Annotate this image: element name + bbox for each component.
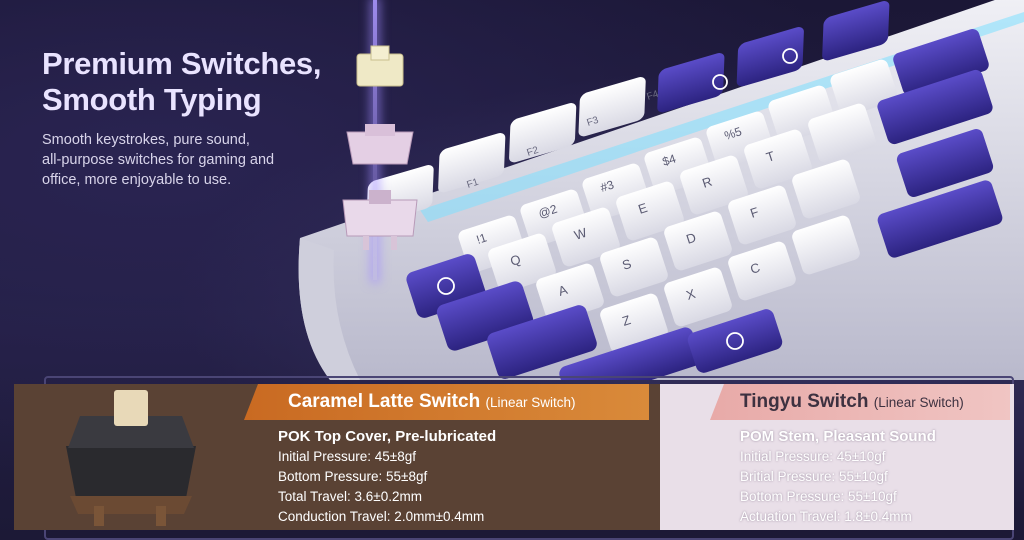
switch-stem — [356, 45, 404, 87]
keycap-accent — [822, 1, 890, 61]
keycap — [578, 77, 646, 137]
keycap — [728, 241, 796, 301]
keycap-accent — [487, 305, 597, 379]
tingyu-spec-list: POM Stem, Pleasant Sound Initial Pressur… — [740, 427, 936, 527]
keycap — [744, 129, 812, 189]
keycap-accent — [559, 327, 701, 380]
keycap-legend: %5 — [723, 124, 744, 143]
keycap — [536, 263, 604, 323]
tingyu-feature: POM Stem, Pleasant Sound — [740, 428, 936, 445]
caramel-spec-bottom: Bottom Pressure: 55±8gf — [278, 469, 428, 484]
gear-icon — [712, 74, 728, 90]
keycap — [808, 103, 876, 163]
keycap-accent — [877, 69, 993, 145]
keycap-legend: D — [684, 230, 698, 247]
keycap — [680, 155, 748, 215]
caramel-spec-total-travel: Total Travel: 3.6±0.2mm — [278, 489, 422, 504]
caramel-title-ribbon — [244, 384, 649, 420]
keycap-accent — [687, 309, 783, 373]
subtext-line-3: office, more enjoyable to use. — [42, 172, 232, 188]
keycap-accent — [893, 28, 989, 96]
keycap — [664, 267, 732, 327]
gear-icon — [437, 277, 455, 295]
keycap-legend: $4 — [661, 151, 678, 169]
subtext-line-2: all-purpose switches for gaming and — [42, 152, 275, 168]
keycap — [600, 293, 668, 353]
caramel-spec-initial: Initial Pressure: 45±8gf — [278, 449, 416, 464]
keycap-row-f — [366, 1, 890, 225]
keycap — [552, 207, 620, 267]
caramel-switch-type: (Linear Switch) — [485, 395, 576, 410]
keycap-legend: F1 — [466, 177, 481, 191]
subtext: Smooth keystrokes, pure sound, all-purpo… — [42, 130, 312, 190]
keycap — [792, 215, 860, 275]
keycap-legend: Q — [508, 251, 522, 268]
subtext-line-1: Smooth keystrokes, pure sound, — [42, 132, 250, 148]
headline-line-2: Smooth Typing — [42, 82, 262, 117]
keycap — [792, 159, 860, 219]
keycap-legend: F3 — [586, 115, 601, 129]
keycap — [728, 185, 796, 245]
keycap-accent — [657, 53, 725, 113]
keycap-legend: !1 — [475, 230, 489, 247]
keycap — [509, 103, 577, 163]
headline-line-1: Premium Switches, — [42, 46, 322, 81]
keyboard-illustration: F1 F2 F3 F4 !1 @2 #3 $4 %5 Q W E R T A S… — [298, 0, 1024, 380]
keycap-row-z — [487, 180, 1003, 379]
tingyu-spec-bottom: Bottom Pressure: 55±10gf — [740, 489, 897, 504]
caramel-switch-image — [66, 390, 196, 526]
tingyu-spec-britial: Britial Pressure: 55±10gf — [740, 469, 888, 484]
keycap — [600, 237, 668, 297]
caramel-title: Caramel Latte Switch (Linear Switch) — [288, 389, 575, 416]
gear-icon — [726, 332, 744, 350]
keycap — [438, 133, 506, 193]
tingyu-title-ribbon — [710, 384, 1010, 420]
keycap — [664, 211, 732, 271]
headline: Premium Switches, Smooth Typing — [42, 46, 321, 118]
tingyu-title: Tingyu Switch (Linear Switch) — [740, 389, 964, 416]
keycap-legend: R — [700, 174, 714, 191]
switch-top-housing — [346, 124, 414, 165]
keycap — [616, 181, 684, 241]
keycap-accent — [736, 27, 804, 87]
caramel-spec-list: POK Top Cover, Pre-lubricated Initial Pr… — [278, 427, 496, 527]
keycap — [488, 233, 556, 293]
switch-bottom-housing — [342, 190, 418, 250]
tingyu-switch-type: (Linear Switch) — [873, 395, 964, 410]
keycap-accent — [877, 180, 1003, 258]
gear-icon — [782, 48, 798, 64]
caramel-spec-conduction-travel: Conduction Travel: 2.0mm±0.4mm — [278, 509, 485, 524]
keycap-legend: #3 — [599, 177, 616, 195]
keycap-legend: F2 — [526, 145, 541, 159]
keycap-legend: F4 — [646, 89, 661, 103]
caramel-title-text: Caramel Latte Switch — [288, 391, 481, 412]
keyboard-case-edge — [298, 238, 360, 380]
tingyu-spec-initial: Initial Pressure: 45±10gf — [740, 449, 886, 464]
keycap-legend: W — [572, 225, 589, 243]
caramel-feature: POK Top Cover, Pre-lubricated — [278, 428, 497, 445]
keycap-legend: C — [748, 260, 762, 277]
tingyu-title-text: Tingyu Switch — [740, 391, 869, 412]
keycap-accent — [896, 129, 994, 197]
tingyu-spec-actuation-travel: Actuation Travel: 1.8±0.4mm — [740, 509, 912, 524]
keycap-row-bottom — [559, 309, 783, 380]
keycap-legend: @2 — [537, 202, 560, 221]
exploded-switch-illustration — [342, 45, 418, 250]
